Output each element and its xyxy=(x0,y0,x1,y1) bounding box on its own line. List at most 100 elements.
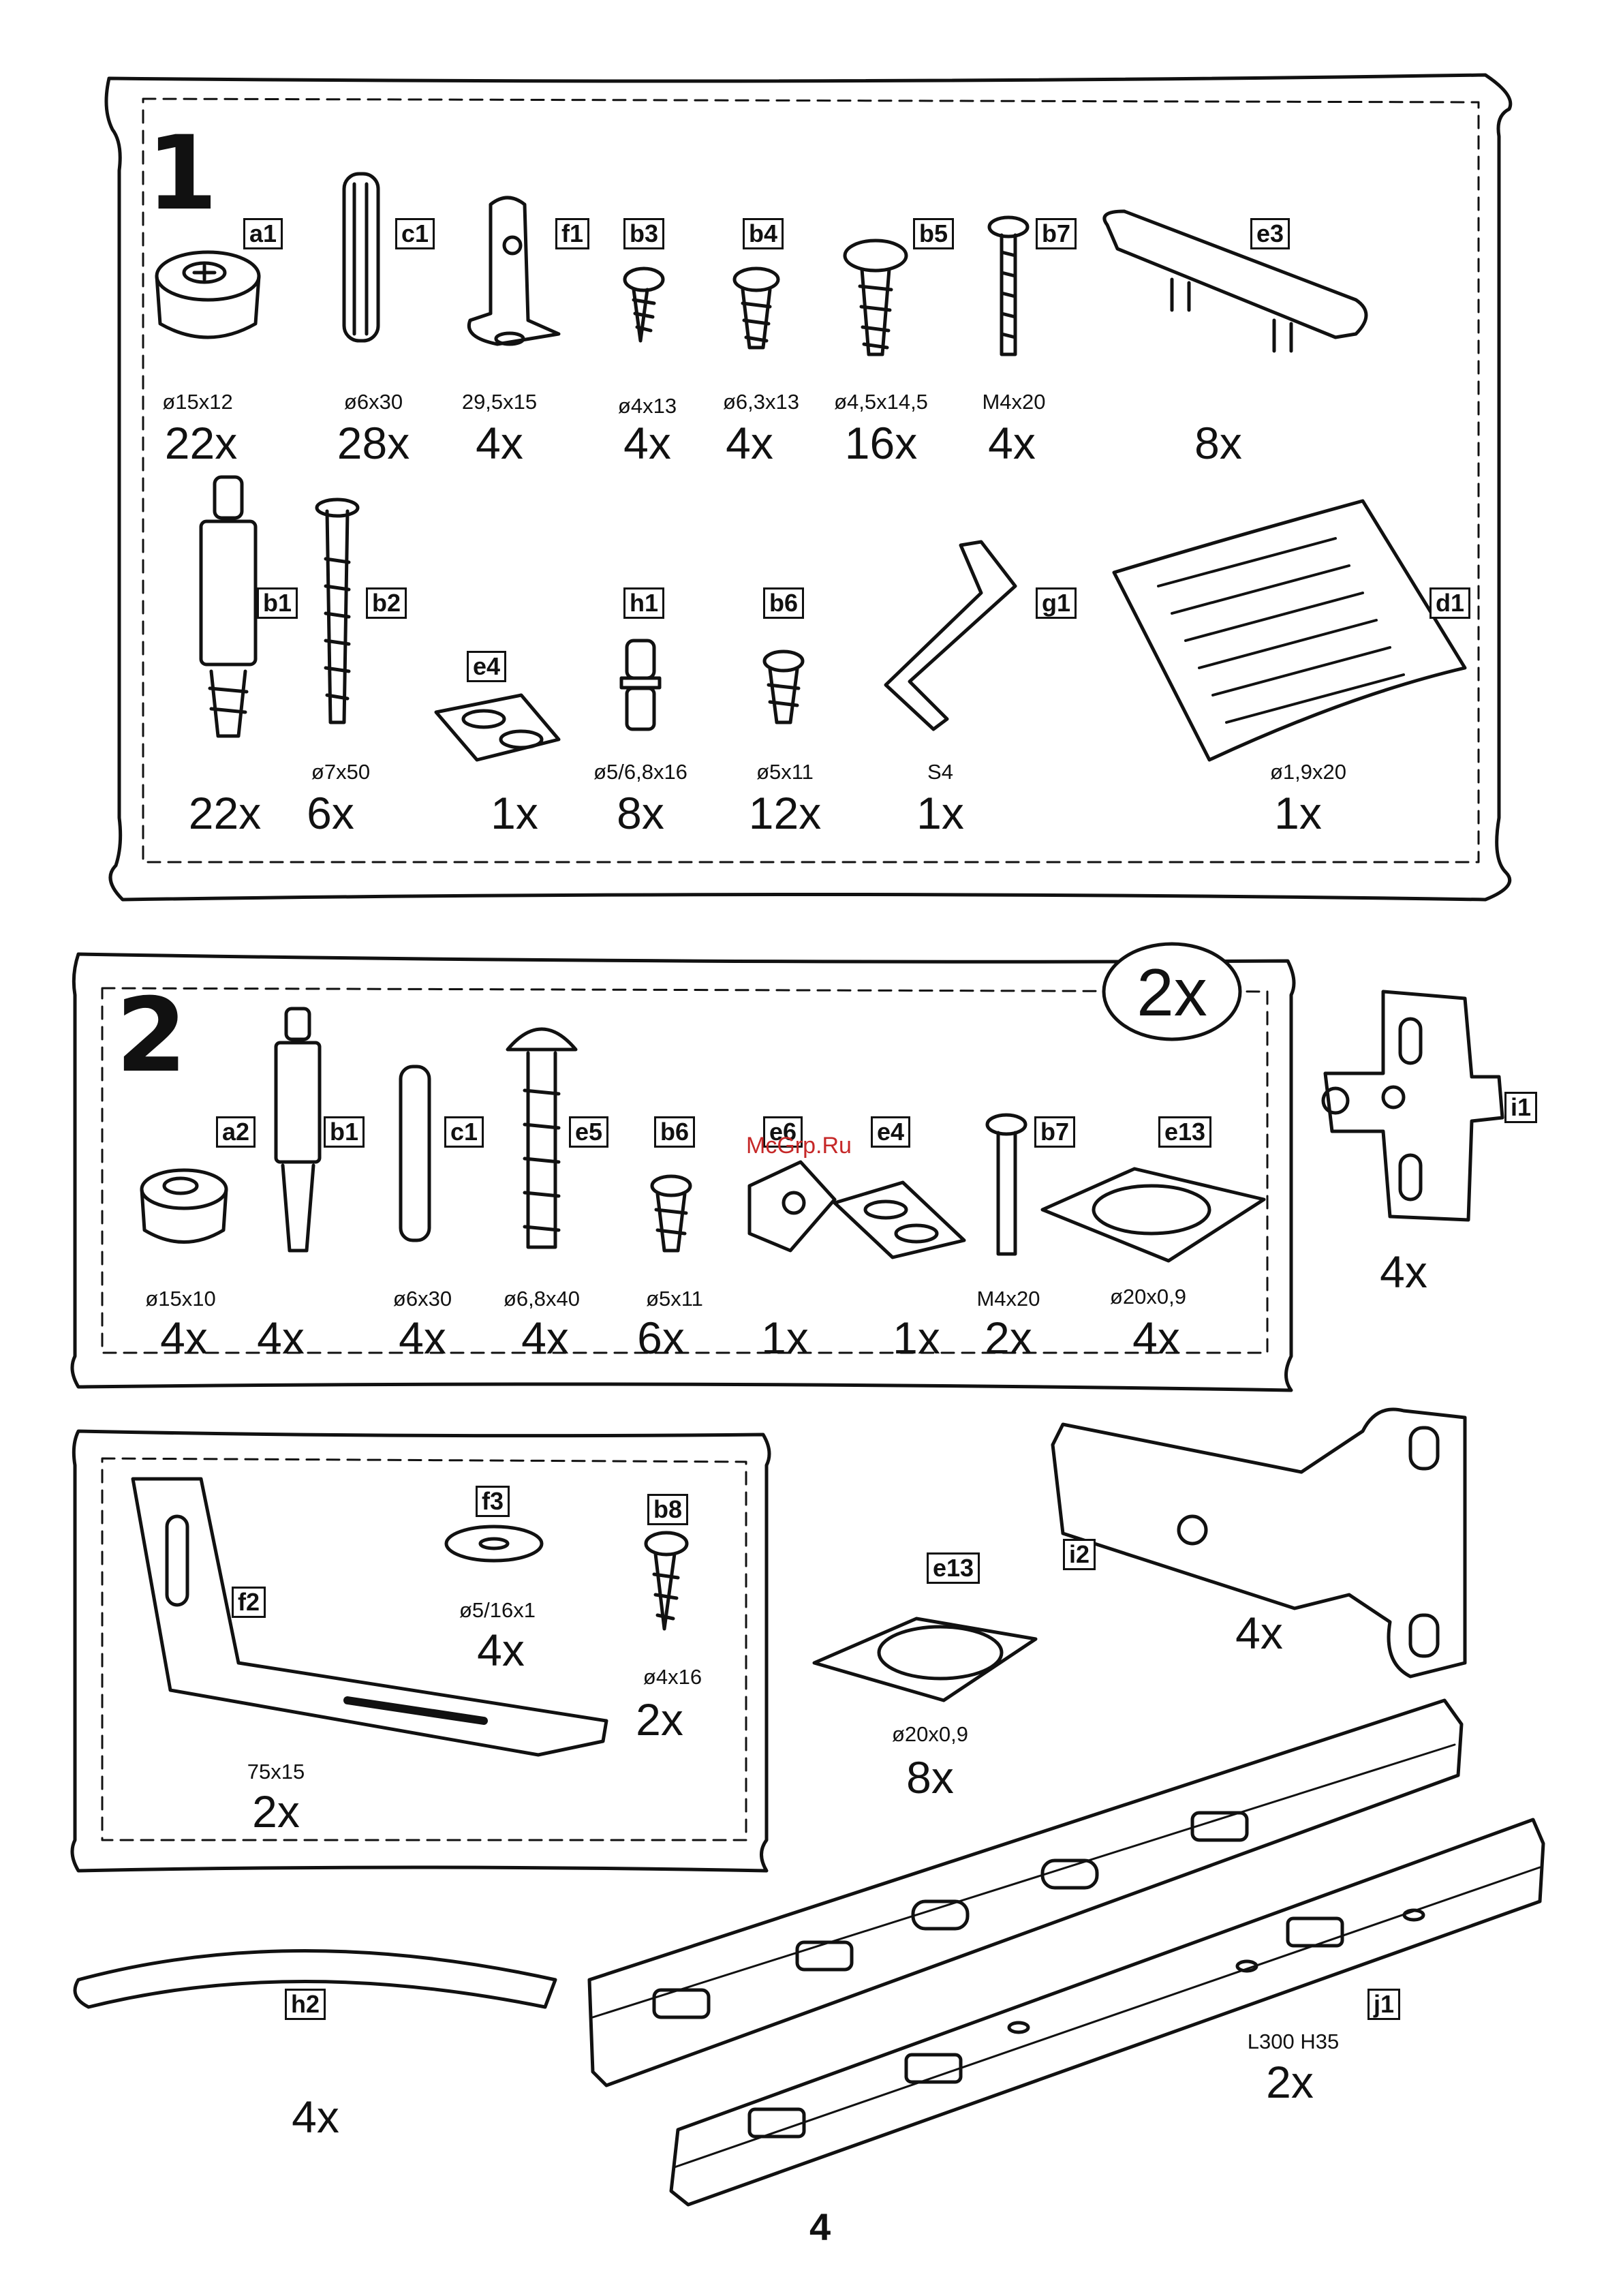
part-qty-e3: 8x xyxy=(1194,418,1242,468)
part-qty-a1: 22x xyxy=(164,418,238,468)
part-label-e13-s2: e13 xyxy=(1158,1116,1212,1148)
part-label-a2: a2 xyxy=(216,1116,256,1148)
part-label-e4-s2: e4 xyxy=(871,1116,911,1148)
part-b1-connector-2 xyxy=(274,1007,322,1253)
part-label-j1: j1 xyxy=(1367,1989,1401,2020)
part-e3-handle xyxy=(1102,209,1368,353)
part-qty-b1-s2: 4x xyxy=(257,1313,305,1363)
part-label-f1: f1 xyxy=(555,218,590,249)
part-spec-j1: L300 H35 xyxy=(1247,2030,1340,2053)
part-qty-c1-s2: 4x xyxy=(399,1313,446,1363)
part-spec-b6-s2: ø5x11 xyxy=(646,1287,703,1311)
part-label-a1: a1 xyxy=(243,218,283,249)
part-qty-b3: 4x xyxy=(623,418,671,468)
part-qty-c1: 28x xyxy=(337,418,410,468)
part-b7-bolt-2 xyxy=(985,1113,1027,1256)
part-spec-b2: ø7x50 xyxy=(311,760,371,784)
section-2-multiplier: 2x xyxy=(1137,955,1207,1030)
part-e6-corner-block xyxy=(747,1160,837,1253)
part-qty-f1: 4x xyxy=(476,418,523,468)
part-e5-expansion xyxy=(506,1027,578,1249)
part-spec-b8: ø4x16 xyxy=(643,1665,702,1689)
bag-1-outline xyxy=(104,73,1513,902)
part-e4-pad-sheet-2 xyxy=(833,1180,966,1259)
part-label-b2: b2 xyxy=(366,587,407,619)
part-label-e3: e3 xyxy=(1250,218,1290,249)
part-label-f3: f3 xyxy=(476,1486,510,1517)
part-label-i2: i2 xyxy=(1063,1539,1096,1570)
part-b8-screw xyxy=(644,1531,689,1631)
part-j1-drawer-slides xyxy=(587,1698,1545,2207)
part-h2-curved-strip xyxy=(73,1949,557,2009)
part-qty-e6: 1x xyxy=(761,1313,809,1363)
part-qty-f2: 2x xyxy=(252,1786,300,1837)
part-spec-h1: ø5/6,8x16 xyxy=(593,760,687,784)
part-qty-b8: 2x xyxy=(636,1694,683,1745)
part-b1-connector xyxy=(199,475,258,738)
part-label-e13-loose: e13 xyxy=(927,1552,980,1584)
part-qty-b6: 12x xyxy=(748,788,822,838)
part-label-b4: b4 xyxy=(743,218,784,249)
part-a1-cam-lock xyxy=(155,250,261,339)
part-label-b1: b1 xyxy=(257,587,298,619)
part-spec-b5: ø4,5x14,5 xyxy=(834,390,928,414)
part-b3-screw xyxy=(623,266,665,343)
part-qty-d1: 1x xyxy=(1274,788,1322,838)
section-1-number: 1 xyxy=(146,114,218,233)
part-spec-e13-loose: ø20x0,9 xyxy=(891,1722,968,1746)
part-label-c1-s2: c1 xyxy=(444,1116,484,1148)
part-label-c1: c1 xyxy=(395,218,435,249)
part-b4-screw xyxy=(732,266,780,350)
part-qty-j1: 2x xyxy=(1266,2057,1314,2107)
part-spec-e5: ø6,8x40 xyxy=(503,1287,580,1311)
part-f1-angle-bracket xyxy=(467,196,561,346)
section-2-number: 2 xyxy=(116,977,187,1095)
part-qty-e5: 4x xyxy=(521,1313,569,1363)
part-e4-pad-sheet xyxy=(434,693,561,762)
part-qty-a2: 4x xyxy=(160,1313,208,1363)
part-qty-h2: 4x xyxy=(292,2092,339,2142)
part-spec-f2: 75x15 xyxy=(247,1760,305,1784)
part-label-b3: b3 xyxy=(623,218,665,249)
part-b6-screw-2 xyxy=(650,1174,692,1253)
part-b7-bolt xyxy=(987,215,1030,356)
part-label-h1: h1 xyxy=(623,587,665,619)
part-qty-e4: 1x xyxy=(491,788,538,838)
part-label-b8: b8 xyxy=(647,1494,689,1525)
part-label-b6: b6 xyxy=(763,587,805,619)
part-spec-c1: ø6x30 xyxy=(343,390,403,414)
part-spec-g1: S4 xyxy=(927,760,953,784)
part-qty-b6-s2: 6x xyxy=(637,1313,685,1363)
part-qty-b7: 4x xyxy=(988,418,1036,468)
part-qty-b4: 4x xyxy=(726,418,773,468)
part-spec-e13-s2: ø20x0,9 xyxy=(1109,1285,1186,1308)
part-label-b7-s2: b7 xyxy=(1034,1116,1076,1148)
part-label-b1-s2: b1 xyxy=(324,1116,365,1148)
part-g1-allen-key xyxy=(884,540,1017,731)
part-qty-b5: 16x xyxy=(844,418,918,468)
part-b2-screw xyxy=(315,498,360,724)
part-i2-cabinet-hinge xyxy=(1051,1407,1467,1679)
part-qty-h1: 8x xyxy=(617,788,664,838)
part-label-b7: b7 xyxy=(1036,218,1077,249)
part-spec-c1-s2: ø6x30 xyxy=(392,1287,452,1311)
part-c1-dowel xyxy=(342,172,380,343)
part-e13-bumper-sheet xyxy=(1040,1167,1266,1263)
part-qty-e4-s2: 1x xyxy=(893,1313,940,1363)
part-i1-hinge-plate xyxy=(1321,990,1504,1222)
part-spec-b7: M4x20 xyxy=(982,390,1046,414)
part-e13-bumper-sheet-loose xyxy=(812,1617,1038,1702)
part-label-i1: i1 xyxy=(1504,1092,1538,1123)
part-spec-f1: 29,5x15 xyxy=(461,390,538,414)
bag-3-outline xyxy=(70,1429,771,1873)
part-qty-e13-loose: 8x xyxy=(906,1752,954,1803)
part-label-f2: f2 xyxy=(232,1587,266,1618)
part-qty-g1: 1x xyxy=(916,788,964,838)
part-spec-b4: ø6,3x13 xyxy=(722,390,799,414)
part-label-e5: e5 xyxy=(569,1116,609,1148)
part-qty-b2: 6x xyxy=(307,788,354,838)
part-spec-f3: ø5/16x1 xyxy=(459,1598,536,1622)
part-qty-i2: 4x xyxy=(1235,1608,1283,1658)
part-b5-screw xyxy=(843,239,908,356)
